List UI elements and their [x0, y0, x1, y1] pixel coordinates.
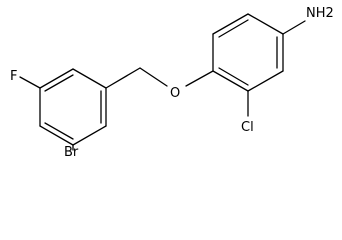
bond-d3-d4 — [247, 13, 284, 35]
left-benzene-ring — [39, 68, 107, 146]
right-benzene-ring — [212, 13, 284, 92]
double-bond-d2-d3 — [218, 19, 249, 38]
double-bond-c2-c3 — [44, 74, 74, 92]
bond-oxygen-to-ring — [185, 70, 214, 87]
bond-ring-to-methylene — [105, 67, 141, 89]
bond-d2-d3 — [212, 13, 249, 35]
double-bond-c4-c5 — [44, 122, 74, 140]
amine-label: NH2 — [306, 6, 334, 21]
bond-c5-c6 — [72, 125, 107, 146]
bond-c1-c2 — [72, 68, 107, 89]
oxygen-label: O — [170, 86, 180, 101]
bond-methylene-to-oxygen — [139, 67, 168, 87]
bond-d5-d6 — [247, 70, 284, 92]
double-bond-d6-d1 — [218, 67, 249, 86]
bond-c2-c3 — [39, 68, 74, 89]
bond-c4-c5 — [39, 125, 74, 146]
bond-d6-d1 — [212, 70, 249, 92]
bromine-label: Br — [64, 145, 79, 156]
bond-ring-to-amine — [282, 20, 306, 35]
fluorine-label: F — [10, 69, 17, 84]
chemical-structure-diagram: F Br O Cl NH2 — [10, 6, 334, 156]
bond-ring-to-fluorine — [19, 76, 41, 89]
chlorine-label: Cl — [241, 120, 254, 135]
